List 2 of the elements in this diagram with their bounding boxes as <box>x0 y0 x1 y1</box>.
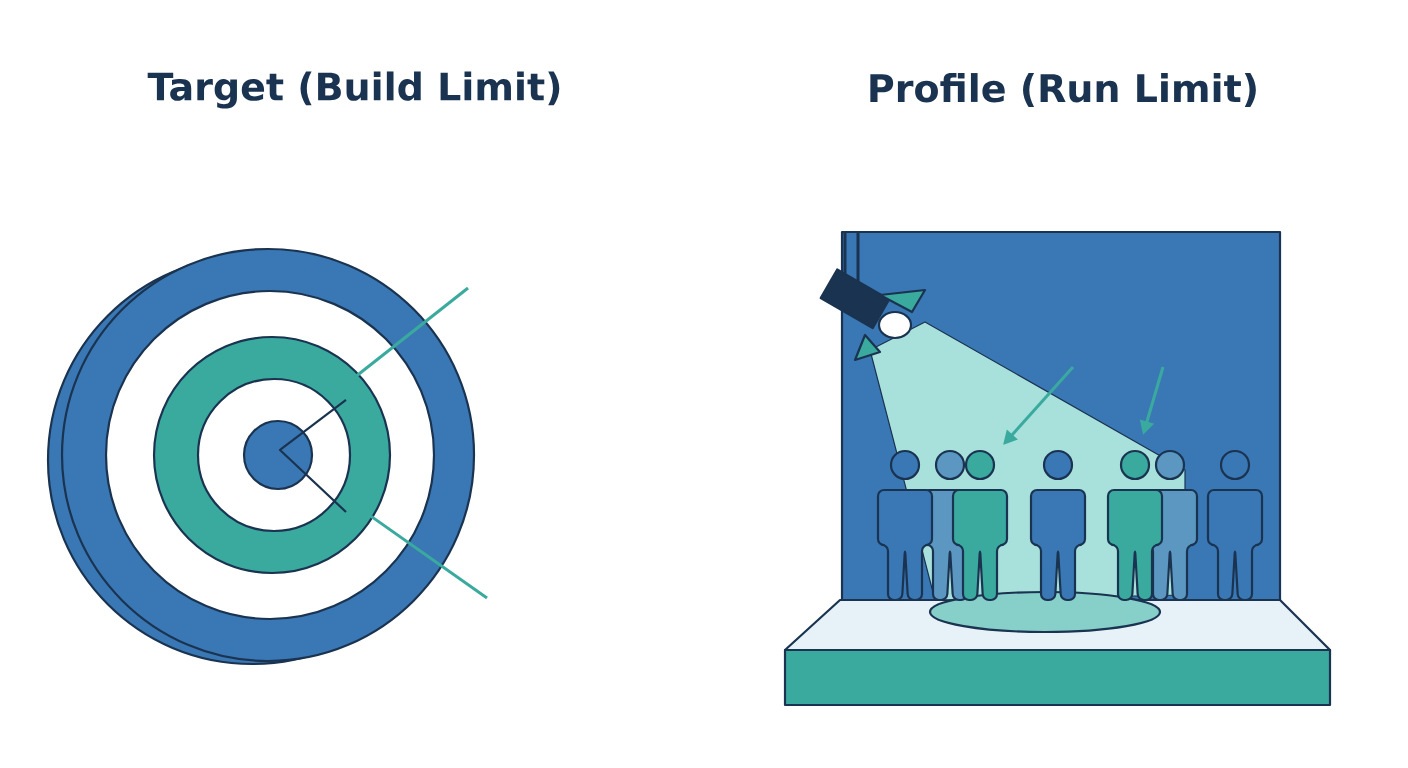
heading: Target (Build Limit) <box>147 71 560 109</box>
heading: Profile (Run Limit) <box>870 73 1256 107</box>
